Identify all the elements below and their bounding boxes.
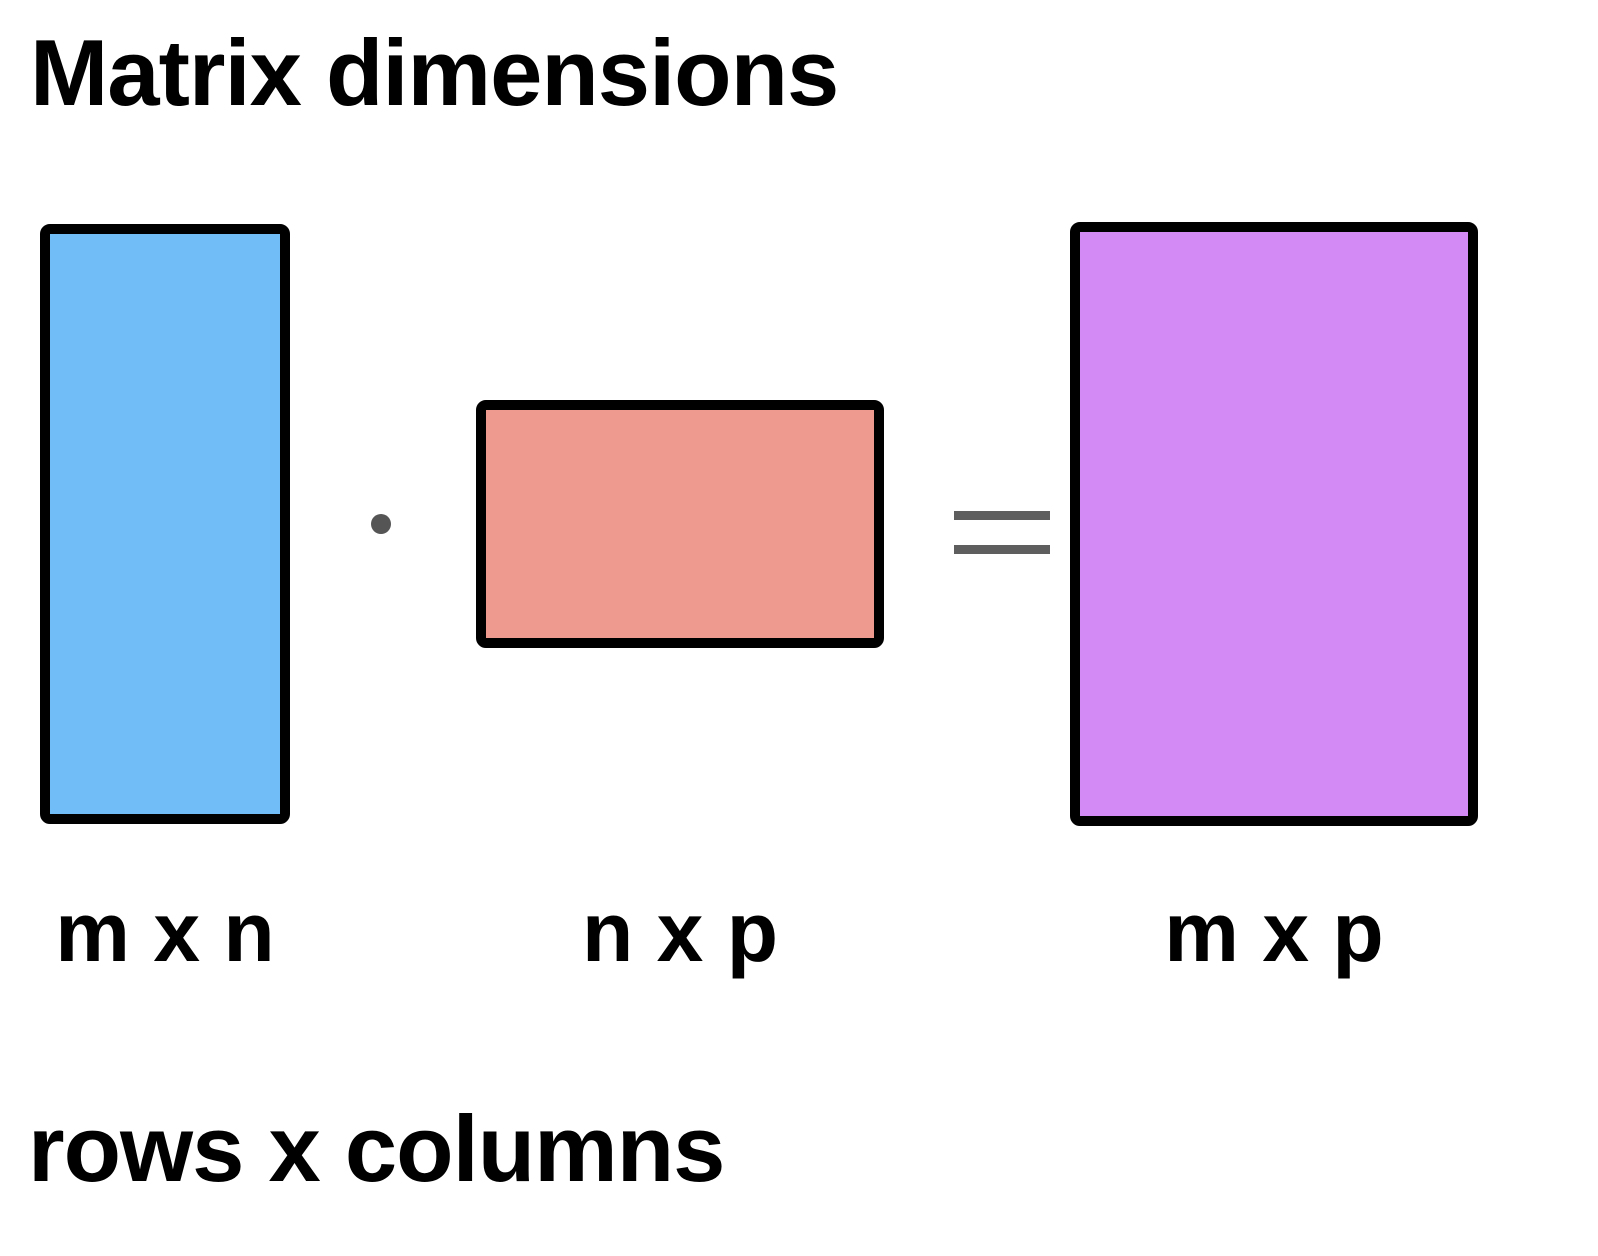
matrix-b-dimension-label: n x p	[581, 885, 778, 979]
equals-bar-top	[954, 511, 1050, 520]
equals-bar-bottom	[954, 545, 1050, 554]
multiply-dot-operator	[371, 514, 391, 534]
diagram-title: Matrix dimensions	[30, 20, 839, 125]
matrix-a-dimension-label: m x n	[55, 885, 275, 979]
rows-by-columns-caption: rows x columns	[28, 1096, 725, 1201]
equals-operator	[954, 511, 1050, 555]
matrix-b-box	[476, 400, 884, 648]
matrix-a-box	[40, 224, 290, 824]
matrix-result-dimension-label: m x p	[1164, 885, 1384, 979]
matrix-result-box	[1070, 222, 1478, 826]
